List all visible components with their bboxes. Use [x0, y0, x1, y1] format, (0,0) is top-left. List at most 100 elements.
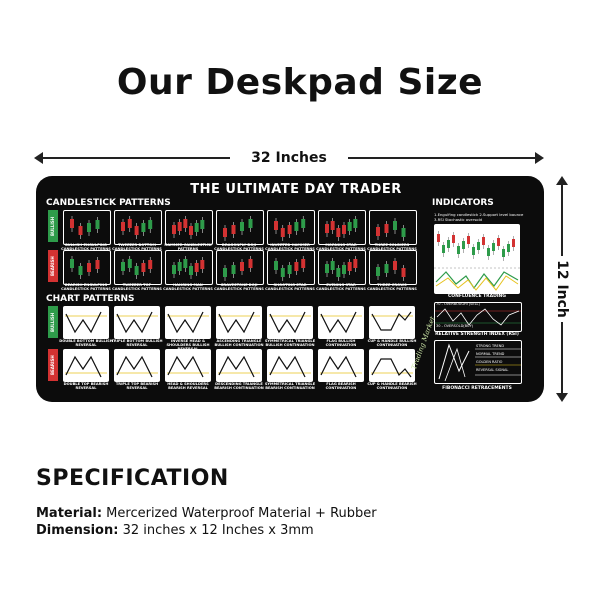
height-dimension: 12 Inch: [552, 176, 572, 402]
candlestick-pattern-tile: BULLISH ENGULFING CANDLESTICK PATTERNS: [61, 210, 111, 251]
rsi-caption: RELATIVE STRENGTH INDEX (RSI): [435, 332, 519, 337]
fibonacci-chart: [434, 340, 522, 384]
rsi-chart: [434, 302, 522, 332]
chart-pattern-tile: INVERSE HEAD & SHOULDERS BULLISH REVERSA…: [165, 306, 211, 351]
headline: Our Deskpad Size: [116, 62, 484, 103]
candle-pattern-illustration: [318, 250, 366, 285]
spec-material: Material: Mercerized Waterproof Material…: [36, 506, 377, 521]
candle-pattern-illustration: [114, 210, 162, 245]
pattern-caption: THREE CROWS CANDLESTICK PATTERNS: [367, 283, 417, 291]
arrow-down-icon: [556, 393, 568, 402]
chart-pattern-illustration: [216, 349, 262, 382]
candle-pattern-illustration: [267, 250, 315, 285]
pattern-caption: FLAG BULLISH CONTINUATION: [325, 339, 357, 347]
pattern-caption: THREE SOLDIERS CANDLESTICK PATTERNS: [367, 243, 417, 251]
chart-pattern-illustration: [63, 306, 109, 339]
pattern-caption: HANGING MAN CANDLESTICK PATTERNS: [163, 283, 213, 291]
width-dimension: 32 Inches: [34, 148, 544, 168]
pattern-caption: BULLISH ENGULFING CANDLESTICK PATTERNS: [61, 243, 111, 251]
chart-pattern-illustration: [369, 349, 415, 382]
bearish-tag: BEARISH: [48, 349, 58, 381]
candle-pattern-illustration: [267, 210, 315, 245]
chart-pattern-illustration: [165, 306, 211, 339]
confluence-chart: [434, 224, 520, 294]
material-value: Mercerized Waterproof Material + Rubber: [102, 506, 377, 521]
chart-title: CHART PATTERNS: [46, 294, 135, 304]
spec-title: SPECIFICATION: [36, 466, 229, 491]
chart-pattern-tile: CUP & HANDLE BULLISH CONTINUATION: [368, 306, 416, 347]
candlestick-pattern-tile: HAMMER CANDLESTICK PATTERNS: [164, 210, 213, 251]
pattern-caption: SHOOTING STAR CANDLESTICK PATTERNS: [265, 283, 315, 291]
chart-pattern-illustration: [63, 349, 109, 382]
candlestick-pattern-tile: EVENING STAR CANDLESTICK PATTERNS: [316, 250, 366, 291]
pattern-caption: TWEEZER BOTTOM CANDLESTICK PATTERNS: [112, 243, 162, 251]
candle-pattern-illustration: [165, 210, 213, 245]
pattern-caption: GRAVESTONE DOJI CANDLESTICK PATTERNS: [214, 283, 264, 291]
chart-pattern-tile: HEAD & SHOULDERS BEARISH REVERSAL: [165, 349, 211, 390]
pattern-caption: MORNING STAR CANDLESTICK PATTERNS: [316, 243, 366, 251]
pattern-caption: DOUBLE TOP BEARISH REVERSAL: [63, 382, 109, 390]
confluence-caption: CONFLUENCE TRADING: [448, 294, 506, 299]
width-label: 32 Inches: [251, 150, 327, 166]
candle-pattern-illustration: [216, 210, 264, 245]
pattern-caption: TRIPLE TOP BEARISH REVERSAL: [115, 382, 159, 390]
spec-dimension: Dimension: 32 inches x 12 Inches x 3mm: [36, 523, 314, 538]
fib-golden: GOLDEN RATIO: [476, 360, 503, 364]
pattern-caption: INVERTED HAMMER CANDLESTICK PATTERNS: [265, 243, 315, 251]
candlestick-pattern-tile: HANGING MAN CANDLESTICK PATTERNS: [163, 250, 213, 291]
chart-pattern-tile: FLAG BULLISH CONTINUATION: [318, 306, 364, 347]
pattern-caption: BEARISH ENGULFING CANDLESTICK PATTERNS: [61, 283, 111, 291]
chart-pattern-tile: DESCENDING TRIANGLE BEARISH CONTINUATION: [214, 349, 264, 390]
pattern-caption: CUP & HANDLE BEARISH CONTINUATION: [367, 382, 417, 390]
candlestick-pattern-tile: THREE SOLDIERS CANDLESTICK PATTERNS: [367, 210, 417, 251]
candle-pattern-illustration: [114, 250, 162, 285]
arrow-up-icon: [556, 176, 568, 185]
pattern-caption: CUP & HANDLE BULLISH CONTINUATION: [367, 339, 417, 347]
bearish-tag: BEARISH: [48, 250, 58, 282]
candlestick-pattern-tile: SHOOTING STAR CANDLESTICK PATTERNS: [265, 250, 315, 291]
fib-strong: STRONG TREND: [476, 344, 505, 348]
fibonacci-caption: FIBONACCI RETRACEMENTS: [442, 386, 512, 391]
candlestick-pattern-tile: THREE CROWS CANDLESTICK PATTERNS: [367, 250, 417, 291]
candle-pattern-illustration: [63, 250, 111, 285]
candlestick-pattern-tile: INVERTED HAMMER CANDLESTICK PATTERNS: [265, 210, 315, 251]
arrow-right-icon: [535, 152, 544, 164]
indicator-note: 3.RSI Stochastic oversold: [434, 217, 483, 222]
indicators-title: INDICATORS: [432, 198, 494, 208]
chart-pattern-illustration: [267, 349, 313, 382]
dimension-value: 32 inches x 12 Inches x 3mm: [118, 523, 314, 538]
chart-pattern-tile: TRIPLE BOTTOM BULLISH REVERSAL: [111, 306, 163, 347]
pattern-caption: HEAD & SHOULDERS BEARISH REVERSAL: [167, 382, 209, 390]
candlestick-pattern-tile: TWEEZER BOTTOM CANDLESTICK PATTERNS: [112, 210, 162, 251]
bullish-tag: BULLISH: [48, 210, 58, 242]
chart-pattern-illustration: [114, 349, 160, 382]
dimension-label: Dimension:: [36, 523, 119, 538]
bullish-tag: BULLISH: [48, 306, 58, 338]
pattern-caption: FLAG BEARISH CONTINUATION: [325, 382, 357, 390]
candlestick-pattern-tile: DRAGONFLY DOJI CANDLESTICK PATTERNS: [214, 210, 264, 251]
candle-pattern-illustration: [369, 250, 417, 285]
material-label: Material:: [36, 506, 103, 521]
rsi-70: 70 - OVERBOUGHT(SELL): [436, 302, 480, 306]
chart-pattern-tile: SYMMETRICAL TRIANGLE BEARISH CONTINUATIO…: [265, 349, 315, 390]
candle-pattern-illustration: [216, 250, 264, 285]
indicator-note: 1.Engulfing candlestick 2.Support level …: [434, 212, 524, 217]
chart-pattern-illustration: [216, 306, 262, 339]
chart-pattern-tile: DOUBLE TOP BEARISH REVERSAL: [63, 349, 109, 390]
arrow-left-icon: [34, 152, 43, 164]
pattern-caption: DESCENDING TRIANGLE BEARISH CONTINUATION: [214, 382, 264, 390]
chart-pattern-tile: TRIPLE TOP BEARISH REVERSAL: [114, 349, 160, 390]
pad-title: THE ULTIMATE DAY TRADER: [190, 182, 402, 197]
candlestick-pattern-tile: GRAVESTONE DOJI CANDLESTICK PATTERNS: [214, 250, 264, 291]
candlestick-pattern-tile: MORNING STAR CANDLESTICK PATTERNS: [316, 210, 366, 251]
candlestick-pattern-tile: TWEEZER TOP CANDLESTICK PATTERNS: [112, 250, 162, 291]
candle-pattern-illustration: [369, 210, 417, 245]
pattern-caption: SYMMETRICAL TRIANGLE BULLISH CONTINUATIO…: [264, 339, 316, 347]
chart-pattern-illustration: [267, 306, 313, 339]
fib-normal: NORMAL TREND: [476, 352, 505, 356]
chart-pattern-illustration: [318, 306, 364, 339]
candle-pattern-illustration: [165, 250, 213, 285]
pattern-caption: DOUBLE BOTTOM BULLISH REVERSAL: [59, 339, 113, 347]
pattern-caption: EVENING STAR CANDLESTICK PATTERNS: [316, 283, 366, 291]
chart-pattern-illustration: [369, 306, 415, 339]
